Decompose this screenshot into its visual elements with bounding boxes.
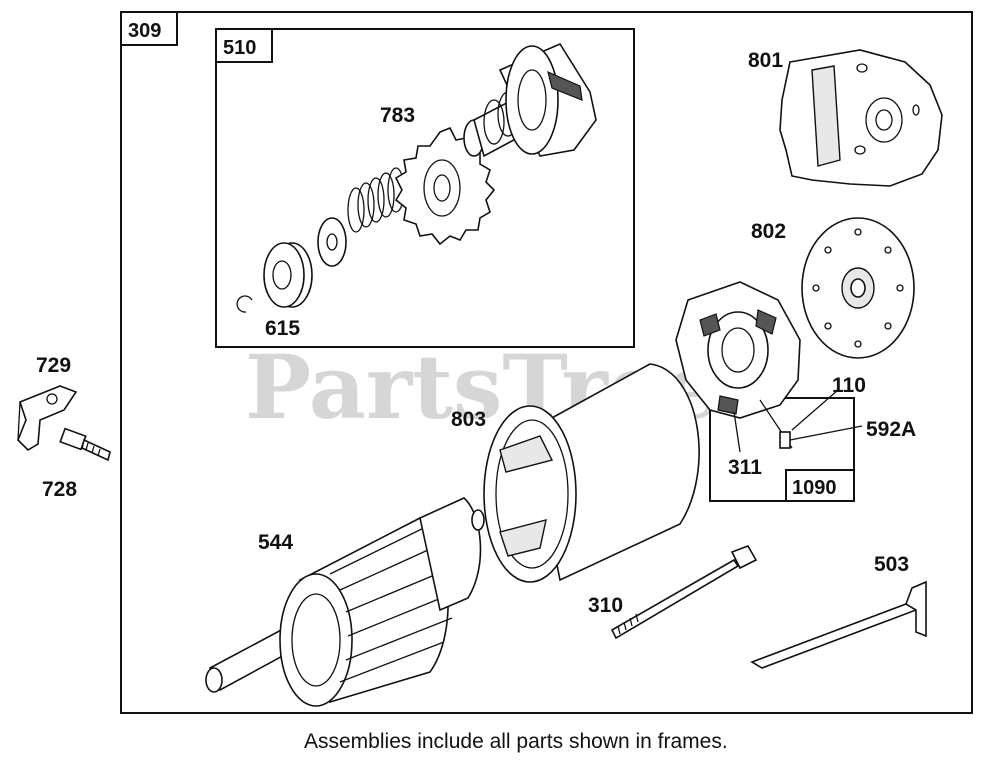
brush-frame-tag <box>785 469 855 502</box>
end-plate-801-drawing <box>779 49 943 187</box>
bracket-729-drawing <box>17 385 78 452</box>
label-110: 110 <box>832 374 866 397</box>
leader-311 <box>733 411 741 453</box>
label-803: 803 <box>451 408 486 431</box>
tool-503-drawing <box>750 580 927 669</box>
label-311: 311 <box>728 456 762 479</box>
screw-728-drawing <box>59 427 111 462</box>
bolt-310-drawing <box>610 545 758 640</box>
label-310: 310 <box>588 594 623 617</box>
drive-frame <box>215 28 635 348</box>
label-544: 544 <box>258 531 293 554</box>
caption-text: Assemblies include all parts shown in fr… <box>304 730 728 753</box>
pinion-gear-drawing <box>394 126 496 246</box>
label-592a: 592A <box>866 418 916 441</box>
label-802: 802 <box>751 220 786 243</box>
washer-drawing <box>317 217 347 267</box>
stop-collar-drawing <box>263 242 313 308</box>
label-801: 801 <box>748 49 783 72</box>
main-frame-tag <box>120 11 178 46</box>
label-783: 783 <box>380 104 415 127</box>
retaining-ring-icon <box>236 295 253 313</box>
drive-sleeve-drawing <box>463 42 597 158</box>
drive-frame-tag <box>215 28 273 63</box>
drive-frame-label: 510 <box>223 37 256 59</box>
leader-592a <box>789 425 863 441</box>
label-728: 728 <box>42 478 77 501</box>
main-frame-label: 309 <box>128 20 161 42</box>
label-615: 615 <box>265 317 300 340</box>
brush-frame-label: 1090 <box>792 477 837 499</box>
leader-110 <box>791 389 839 431</box>
brush-holder-drawing <box>675 281 801 449</box>
armature-544-drawing <box>205 497 485 707</box>
label-729: 729 <box>36 354 71 377</box>
housing-803-drawing <box>483 363 700 583</box>
label-503: 503 <box>874 553 909 576</box>
main-frame <box>120 11 973 714</box>
plate-802-drawing <box>801 217 915 359</box>
